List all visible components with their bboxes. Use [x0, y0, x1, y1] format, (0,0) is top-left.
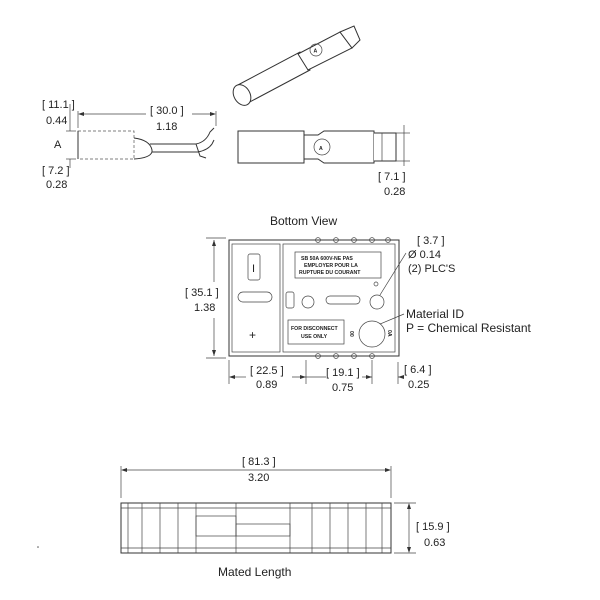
arrow-35-bottom — [212, 350, 216, 356]
dim-A: A — [54, 139, 62, 151]
rating-line-1: SB 50A 600V-NE PAS — [301, 256, 353, 262]
dim-81-3-in: 3.20 — [248, 472, 269, 484]
dim-6-4-in: 0.25 — [408, 379, 429, 391]
dim-30-0-in: 1.18 — [156, 121, 177, 133]
arrow-30-left — [78, 112, 84, 116]
dim-7-2-mm: [ 7.2 ] — [42, 165, 70, 177]
material-id-code: P = Chemical Resistant — [406, 321, 532, 335]
dim-30-0-mm: [ 30.0 ] — [150, 105, 184, 117]
dim-3-7-note: (2) PLC'S — [408, 263, 455, 275]
pos-symbol: + — [249, 328, 256, 342]
disconnect-line-2: USE ONLY — [301, 334, 328, 340]
contact-letter-iso: A — [314, 49, 318, 55]
mark-00: 00 — [348, 331, 354, 337]
arrow-35-top — [212, 240, 216, 246]
arrow-15-top — [407, 503, 411, 509]
contact-side-view — [66, 104, 217, 168]
dim-81-3-mm: [ 81.3 ] — [242, 456, 276, 468]
connector-mated-view — [120, 502, 392, 554]
dim-7-2-in: 0.28 — [46, 179, 67, 191]
dim-7-1-in: 0.28 — [384, 186, 405, 198]
dim-35-1-mm: [ 35.1 ] — [185, 287, 219, 299]
dim-15-9-mm: [ 15.9 ] — [416, 521, 450, 533]
dim-3-7-mm: [ 3.7 ] — [417, 235, 445, 247]
rating-line-3: RUPTURE DU COURANT — [299, 270, 361, 276]
arrow-6-left — [398, 375, 404, 379]
arrow-15-bottom — [407, 547, 411, 553]
rating-line-2: EMPLOYER POUR LA — [304, 263, 358, 269]
arrow-81-left — [121, 468, 127, 472]
dim-11-1-in: 0.44 — [46, 115, 67, 127]
arrow-22-left — [229, 375, 235, 379]
dim-11-1-mm: [ 11.1 ] — [42, 99, 75, 111]
dim-7-1-mm: [ 7.1 ] — [378, 171, 406, 183]
arrow-22-right — [300, 375, 306, 379]
dim-19-1-mm: [ 19.1 ] — [326, 367, 360, 379]
stray-dot — [37, 546, 39, 548]
contact-letter-top: A — [319, 146, 323, 152]
dim-3-7-in: Ø 0.14 — [408, 249, 441, 261]
dim-35-1-in: 1.38 — [194, 302, 215, 314]
arrow-81-right — [385, 468, 391, 472]
mark-0a: 0A — [386, 330, 392, 337]
dim-19-1-in: 0.75 — [332, 382, 353, 394]
mated-length-title: Mated Length — [218, 565, 291, 579]
connector-bottom-view: I + SB 50A 600V-NE PAS EMPLOYER POUR LA … — [228, 237, 400, 359]
dim-22-5-mm: [ 22.5 ] — [250, 365, 284, 377]
neg-symbol: I — [252, 263, 255, 275]
dim-6-4-mm: [ 6.4 ] — [404, 364, 432, 376]
dim-22-5-in: 0.89 — [256, 379, 277, 391]
material-id-label: Material ID — [406, 307, 464, 321]
disconnect-line-1: FOR DISCONNECT — [291, 326, 339, 332]
leader-3-7 — [379, 252, 407, 296]
leader-material — [379, 313, 405, 325]
arrow-19-right — [366, 375, 372, 379]
contact-isometric-view: A — [232, 25, 361, 106]
arrow-30-right — [210, 112, 216, 116]
dim-15-9-in: 0.63 — [424, 537, 445, 549]
contact-top-view: A — [237, 125, 410, 166]
bottom-view-title: Bottom View — [270, 214, 337, 228]
